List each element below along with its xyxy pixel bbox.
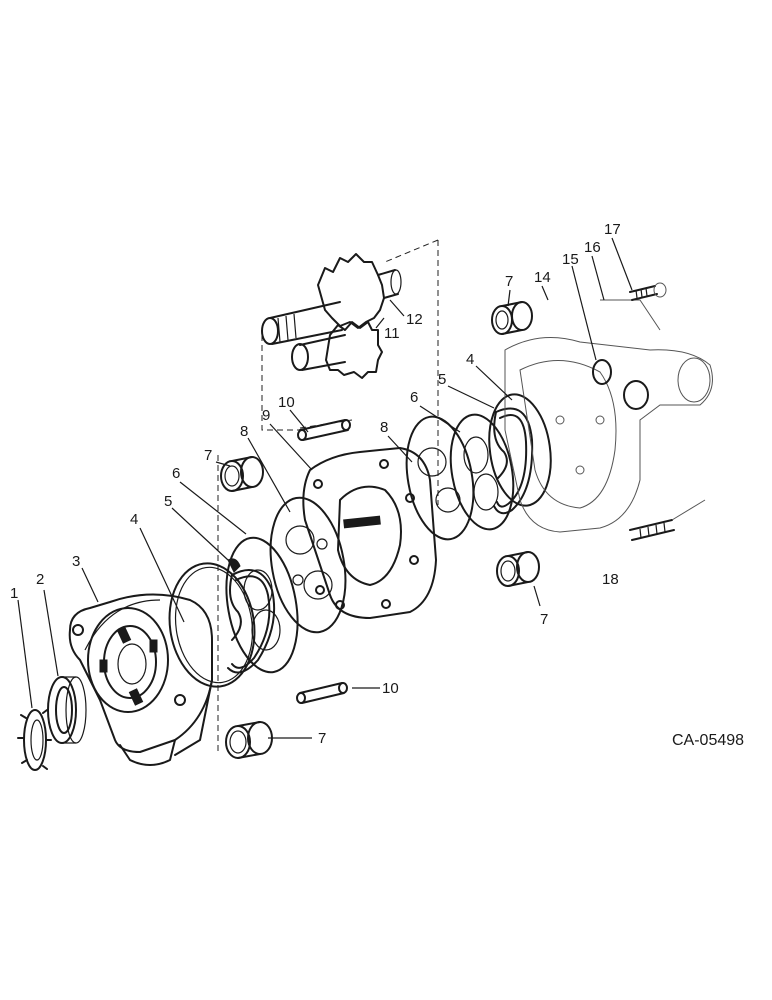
callout-labels: 1 2 3 4 5 6 7 8 9 10 11 12 8 6 5 4 7 14 …: [10, 221, 621, 747]
callout-leader-lines: [17, 237, 633, 739]
part-3-front-housing: [68, 593, 213, 766]
callout-10-upper: 10: [278, 394, 295, 411]
part-16-o-ring: [623, 380, 649, 410]
part-11-driven-gear: [291, 321, 383, 379]
callout-10-lower: 10: [382, 680, 399, 697]
part-6-wear-plate-rear: [449, 413, 515, 531]
callout-7-lower-left: 7: [318, 730, 326, 747]
part-10-dowel-pin-lower: [296, 682, 348, 704]
callout-15: 15: [562, 251, 579, 268]
callout-14: 14: [534, 269, 551, 286]
callout-11: 11: [384, 325, 400, 342]
part-2-seal: [47, 676, 87, 744]
part-5-seal-rear: [493, 407, 534, 515]
callout-5-rear: 5: [438, 371, 446, 388]
callout-6-front: 6: [172, 465, 180, 482]
part-7-bushing-upper-left: [220, 456, 264, 492]
part-1-lock-washer: [17, 709, 52, 771]
part-18-stud: [629, 499, 706, 541]
callout-4-front: 4: [130, 511, 138, 528]
callout-17: 17: [604, 221, 621, 238]
part-4-o-ring-rear: [488, 393, 552, 507]
callout-1: 1: [10, 585, 18, 602]
part-7-bushing-lower-right: [496, 551, 540, 587]
part-7-bushing-lower-left: [225, 721, 273, 759]
callout-9: 9: [262, 407, 270, 424]
callout-4-rear: 4: [466, 351, 474, 368]
callout-12: 12: [406, 311, 423, 328]
part-15-o-ring: [592, 359, 612, 385]
part-17-stud: [629, 282, 667, 301]
callout-6-rear: 6: [410, 389, 418, 406]
part-12-drive-gear-shaft: [261, 253, 402, 345]
callout-7-upper-right: 7: [505, 273, 513, 290]
assembly-guide-lines: [217, 239, 439, 752]
callout-8-rear: 8: [380, 419, 388, 436]
callout-2: 2: [36, 571, 44, 588]
callout-8-front: 8: [240, 423, 248, 440]
part-7-bushing-upper-right: [491, 301, 533, 335]
part-8-thrust-plate-rear: [405, 415, 475, 541]
callout-5-front: 5: [164, 493, 172, 510]
part-10-dowel-pin-upper: [297, 419, 351, 441]
part-9-gear-body: [302, 447, 437, 619]
callout-18: 18: [602, 571, 619, 588]
callout-7-lower-right: 7: [540, 611, 548, 628]
part-8-thrust-plate-front: [269, 496, 347, 634]
part-6-wear-plate-front: [225, 536, 299, 674]
callout-7-upper-left: 7: [204, 447, 212, 464]
part-14-rear-housing: [504, 299, 713, 533]
drawing-code: CA-05498: [672, 732, 744, 749]
callout-16: 16: [584, 239, 601, 256]
callout-3: 3: [72, 553, 80, 570]
